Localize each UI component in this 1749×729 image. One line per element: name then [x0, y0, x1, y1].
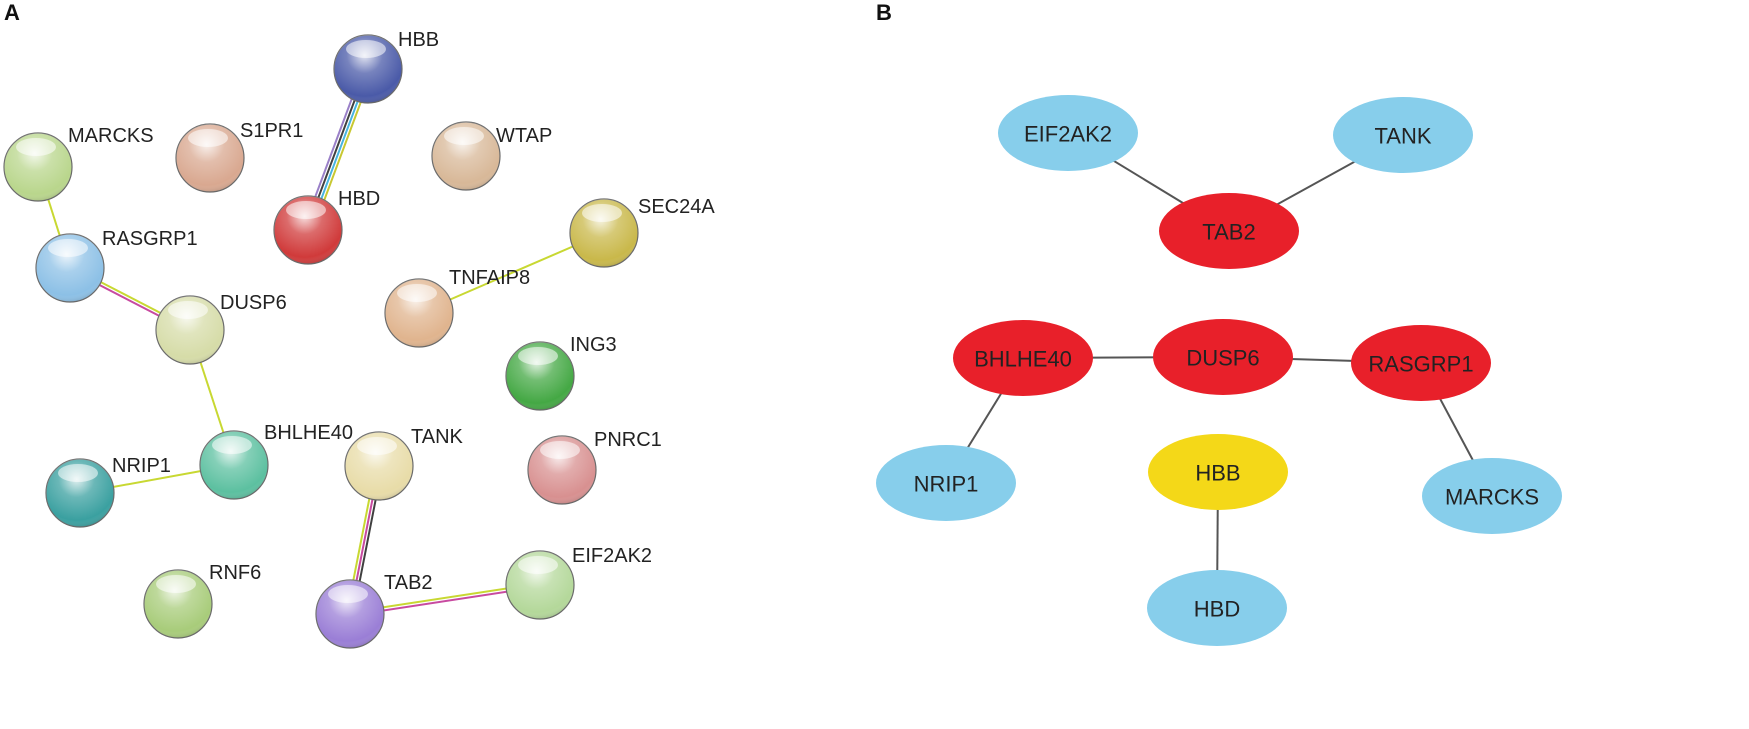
panel-b-node-dusp6: DUSP6	[1153, 319, 1293, 395]
panel-b-node-label: MARCKS	[1445, 485, 1539, 510]
panel-b-node-label: TANK	[1374, 124, 1431, 149]
panel-a-string-network: HBB MARCKS S1PR1 WTAP HBD SEC24A RASGRP1TNFAIP…	[3, 29, 715, 649]
panel-a-node-s1pr1: S1PR1	[175, 120, 303, 193]
panel-b-node-hbd: HBD	[1147, 570, 1287, 646]
panel-a-node-label: HBD	[338, 188, 380, 210]
panel-a-node-highlight	[16, 138, 56, 156]
panel-b-node-shape	[1147, 570, 1287, 646]
panel-a-node-highlight	[540, 441, 580, 459]
panel-b-node-shape	[1333, 97, 1473, 173]
panel-a-node-marcks: MARCKS	[3, 125, 154, 202]
panel-a-node-label: TANK	[411, 426, 464, 448]
panel-a-node-label: S1PR1	[240, 120, 303, 142]
panel-a-node-highlight	[357, 437, 397, 455]
panel-a-node-hbb: HBB	[333, 29, 439, 104]
panel-b-node-label: TAB2	[1202, 220, 1255, 245]
panel-b-node-label: BHLHE40	[974, 347, 1072, 372]
panel-a-node-highlight	[58, 464, 98, 482]
panel-a-node-label: BHLHE40	[264, 422, 353, 444]
panel-a-node-eif2ak2: EIF2AK2	[505, 545, 652, 620]
panel-b-node-shape	[998, 95, 1138, 171]
panel-a-node-highlight	[518, 347, 558, 365]
panel-a-node-sec24a: SEC24A	[569, 196, 715, 268]
panel-a-node-label: TAB2	[384, 572, 433, 594]
panel-b-node-shape	[1159, 193, 1299, 269]
panel-a-node-highlight	[286, 201, 326, 219]
panel-b-node-eif2ak2: EIF2AK2	[998, 95, 1138, 171]
panel-a-node-tnfaip8: TNFAIP8	[384, 267, 530, 348]
panel-a-node-label: RASGRP1	[102, 228, 198, 250]
panel-a-node-label: TNFAIP8	[449, 267, 530, 289]
panel-b-node-shape	[953, 320, 1093, 396]
panel-b-node-shape	[1153, 319, 1293, 395]
panel-b-node-rasgrp1: RASGRP1	[1351, 325, 1491, 401]
panel-a-node-highlight	[346, 40, 386, 58]
panel-b-node-label: RASGRP1	[1368, 352, 1473, 377]
panel-a-node-highlight	[188, 129, 228, 147]
panel-a-node-highlight	[582, 204, 622, 222]
panel-a-node-ing3: ING3	[505, 334, 617, 411]
panel-a-node-highlight	[48, 239, 88, 257]
panel-b-node-tab2: TAB2	[1159, 193, 1299, 269]
panel-a-node-highlight	[212, 436, 252, 454]
panel-b-node-shape	[1422, 458, 1562, 534]
panel-b-node-bhlhe40: BHLHE40	[953, 320, 1093, 396]
panel-a-node-highlight	[397, 284, 437, 302]
panel-a-node-label: SEC24A	[638, 196, 715, 218]
panel-a-node-highlight	[168, 301, 208, 319]
panel-a-nodes: HBB MARCKS S1PR1 WTAP HBD SEC24A RASGRP1TNFAIP…	[3, 29, 715, 649]
panel-b-node-shape	[876, 445, 1016, 521]
panel-b-node-shape	[1148, 434, 1288, 510]
panel-a-node-tank: TANK	[344, 426, 464, 501]
panel-a-node-highlight	[328, 585, 368, 603]
panel-b-node-label: NRIP1	[914, 472, 979, 497]
panel-b-node-label: DUSP6	[1186, 346, 1259, 371]
panel-a-node-dusp6: DUSP6	[155, 292, 287, 365]
panel-a-node-highlight	[444, 127, 484, 145]
panel-a-node-label: WTAP	[496, 125, 552, 147]
panel-a-node-pnrc1: PNRC1	[527, 429, 662, 505]
panel-a-node-rnf6: RNF6	[143, 562, 261, 639]
panel-a-node-label: HBB	[398, 29, 439, 51]
panel-a-edges	[37, 66, 605, 617]
panel-b-letter: B	[876, 0, 892, 25]
panel-a-node-tab2: TAB2	[315, 572, 433, 649]
panel-a-node-label: ING3	[570, 334, 617, 356]
panel-b-node-marcks: MARCKS	[1422, 458, 1562, 534]
panel-a-node-label: MARCKS	[68, 125, 154, 147]
panel-a-node-label: RNF6	[209, 562, 261, 584]
panel-b-node-nrip1: NRIP1	[876, 445, 1016, 521]
panel-a-node-highlight	[156, 575, 196, 593]
panel-a-node-label: PNRC1	[594, 429, 662, 451]
panel-a-node-label: DUSP6	[220, 292, 287, 314]
panel-a-node-bhlhe40: BHLHE40	[199, 422, 353, 500]
panel-b-node-hbb: HBB	[1148, 434, 1288, 510]
panel-a-node-label: EIF2AK2	[572, 545, 652, 567]
panel-a-node-wtap: WTAP	[431, 121, 552, 191]
panel-a-node-highlight	[518, 556, 558, 574]
panel-a-node-rasgrp1: RASGRP1	[35, 228, 198, 303]
panel-a-node-hbd: HBD	[273, 188, 380, 265]
panel-b-node-label: EIF2AK2	[1024, 122, 1112, 147]
panel-a-letter: A	[4, 0, 20, 25]
panel-a-node-label: NRIP1	[112, 455, 171, 477]
panel-b-node-shape	[1351, 325, 1491, 401]
panel-b-node-label: HBB	[1195, 461, 1240, 486]
panel-b-node-tank: TANK	[1333, 97, 1473, 173]
panel-b-node-label: HBD	[1194, 597, 1240, 622]
panel-a-node-nrip1: NRIP1	[45, 455, 171, 528]
